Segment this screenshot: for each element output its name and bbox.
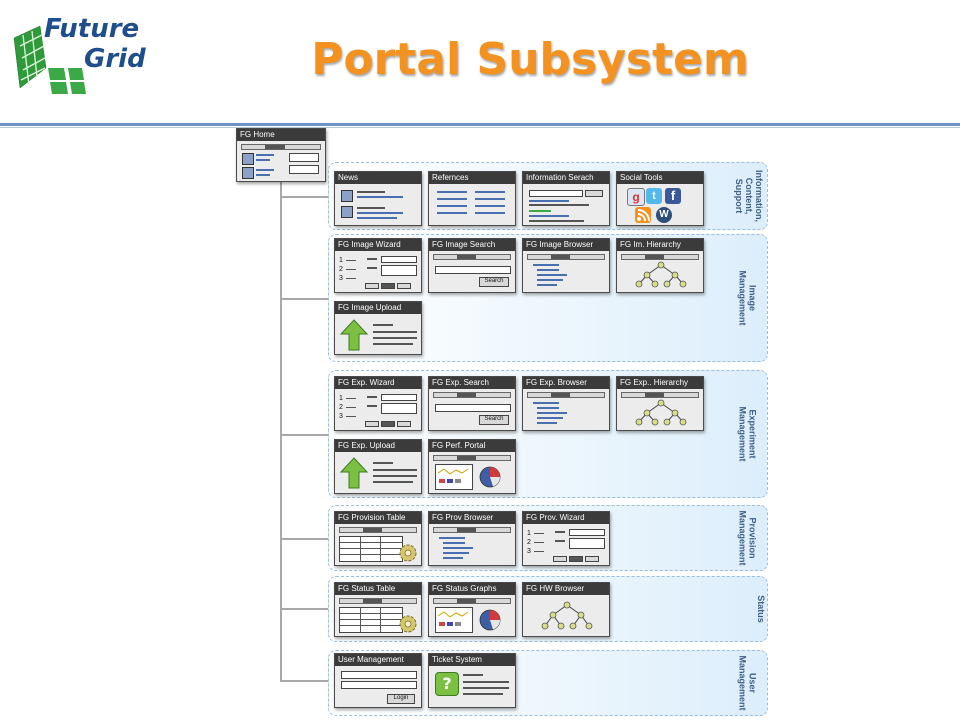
card-fg-prov-browser[interactable]: FG Prov Browser bbox=[428, 511, 516, 566]
section-label: Experiment Management bbox=[737, 406, 758, 462]
card-title: FG Status Graphs bbox=[429, 583, 515, 595]
card-title: FG Image Browser bbox=[523, 239, 609, 251]
thumbnail-icon bbox=[242, 153, 254, 165]
card-fg-prov-wizard[interactable]: FG Prov. Wizard 1 2 3 bbox=[522, 511, 610, 566]
facebook-icon[interactable]: f bbox=[665, 188, 681, 204]
card-fg-im-hierarchy[interactable]: FG Im. Hierarchy bbox=[616, 238, 704, 293]
line-chart-thumbnail bbox=[437, 468, 469, 483]
card-fg-image-search[interactable]: FG Image Search Search bbox=[428, 238, 516, 293]
branch-user bbox=[280, 680, 330, 682]
branch-status bbox=[280, 608, 330, 610]
card-title: FG Exp. Upload bbox=[335, 440, 421, 452]
line-chart-thumbnail bbox=[437, 611, 469, 626]
card-title: FG Image Upload bbox=[335, 302, 421, 314]
branch-info bbox=[280, 196, 330, 198]
google-icon[interactable]: g bbox=[627, 188, 645, 206]
card-fg-image-wizard[interactable]: FG Image Wizard 1 2 3 bbox=[334, 238, 422, 293]
card-title: FG Exp. Browser bbox=[523, 377, 609, 389]
pie-chart-icon bbox=[479, 609, 501, 631]
tree-hierarchy-icon bbox=[635, 261, 687, 288]
card-fg-status-graphs[interactable]: FG Status Graphs bbox=[428, 582, 516, 637]
card-fg-status-table[interactable]: FG Status Table bbox=[334, 582, 422, 637]
card-title: FG Home bbox=[237, 129, 325, 141]
search-button[interactable]: Search bbox=[479, 415, 509, 425]
card-title: FG Exp. Wizard bbox=[335, 377, 421, 389]
card-references[interactable]: Refernces bbox=[428, 171, 516, 226]
news-thumbnail bbox=[341, 206, 353, 218]
search-button[interactable]: Search bbox=[479, 277, 509, 287]
fg-home-card[interactable]: FG Home bbox=[236, 128, 326, 182]
card-title: FG HW Browser bbox=[523, 583, 609, 595]
card-fg-exp-upload[interactable]: FG Exp. Upload bbox=[334, 439, 422, 494]
section-label: Image Management bbox=[737, 270, 758, 326]
card-title: FG Image Wizard bbox=[335, 239, 421, 251]
upload-arrow-icon bbox=[339, 319, 369, 351]
card-title: Information Serach bbox=[523, 172, 609, 184]
section-label: Provision Management bbox=[737, 510, 758, 566]
username-field[interactable] bbox=[341, 671, 417, 679]
gear-icon bbox=[399, 615, 417, 633]
tree-hierarchy-icon bbox=[541, 601, 593, 630]
logo-grid-graphic bbox=[13, 25, 86, 94]
card-social-tools[interactable]: Social Tools g t f W bbox=[616, 171, 704, 226]
section-label: User Management bbox=[737, 655, 758, 711]
table-grid bbox=[339, 607, 403, 633]
card-title: FG Perf. Portal bbox=[429, 440, 515, 452]
card-title: Ticket System bbox=[429, 654, 515, 666]
card-ticket-system[interactable]: Ticket System ? bbox=[428, 653, 516, 708]
branch-provision bbox=[280, 538, 330, 540]
card-fg-provision-table[interactable]: FG Provision Table bbox=[334, 511, 422, 566]
login-button[interactable]: Login bbox=[387, 694, 415, 704]
table-grid bbox=[339, 536, 403, 562]
card-title: User Management bbox=[335, 654, 421, 666]
tab-strip bbox=[241, 144, 321, 150]
twitter-icon[interactable]: t bbox=[646, 188, 662, 204]
title-rule bbox=[0, 123, 960, 126]
card-title: FG Exp.. Hierarchy bbox=[617, 377, 703, 389]
card-news[interactable]: News bbox=[334, 171, 422, 226]
pie-chart-icon bbox=[479, 466, 501, 488]
card-fg-exp-search[interactable]: FG Exp. Search Search bbox=[428, 376, 516, 431]
tree-trunk bbox=[280, 180, 282, 682]
card-fg-exp-wizard[interactable]: FG Exp. Wizard 1 2 3 bbox=[334, 376, 422, 431]
page-title: Portal Subsystem bbox=[311, 34, 749, 85]
card-title: FG Prov. Wizard bbox=[523, 512, 609, 524]
card-title: FG Image Search bbox=[429, 239, 515, 251]
card-information-search[interactable]: Information Serach bbox=[522, 171, 610, 226]
upload-arrow-icon bbox=[339, 457, 369, 489]
card-title: FG Im. Hierarchy bbox=[617, 239, 703, 251]
wordpress-icon[interactable]: W bbox=[656, 207, 672, 223]
card-fg-hw-browser[interactable]: FG HW Browser bbox=[522, 582, 610, 637]
card-fg-image-upload[interactable]: FG Image Upload bbox=[334, 301, 422, 355]
rss-icon[interactable] bbox=[635, 207, 651, 223]
section-label: Information, Content, Support bbox=[734, 170, 764, 222]
card-fg-exp-browser[interactable]: FG Exp. Browser bbox=[522, 376, 610, 431]
logo-line-2: Grid bbox=[84, 44, 146, 74]
future-grid-logo: Future Grid bbox=[10, 8, 160, 103]
gear-icon bbox=[399, 544, 417, 562]
card-user-management[interactable]: User Management Login bbox=[334, 653, 422, 708]
tree-hierarchy-icon bbox=[635, 399, 687, 426]
password-field[interactable] bbox=[341, 681, 417, 689]
card-fg-image-browser[interactable]: FG Image Browser bbox=[522, 238, 610, 293]
logo-line-1: Future bbox=[44, 14, 140, 44]
section-label: Status bbox=[756, 595, 767, 623]
branch-image bbox=[280, 298, 330, 300]
card-title: FG Status Table bbox=[335, 583, 421, 595]
title-rule-shadow bbox=[0, 127, 960, 128]
help-question-icon: ? bbox=[435, 672, 459, 696]
card-title: Refernces bbox=[429, 172, 515, 184]
card-title: FG Prov Browser bbox=[429, 512, 515, 524]
branch-experiment bbox=[280, 434, 330, 436]
card-title: FG Exp. Search bbox=[429, 377, 515, 389]
card-title: Social Tools bbox=[617, 172, 703, 184]
card-fg-perf-portal[interactable]: FG Perf. Portal bbox=[428, 439, 516, 494]
card-title: News bbox=[335, 172, 421, 184]
card-title: FG Provision Table bbox=[335, 512, 421, 524]
card-fg-exp-hierarchy[interactable]: FG Exp.. Hierarchy bbox=[616, 376, 704, 431]
news-thumbnail bbox=[341, 190, 353, 202]
thumbnail-icon bbox=[242, 167, 254, 179]
